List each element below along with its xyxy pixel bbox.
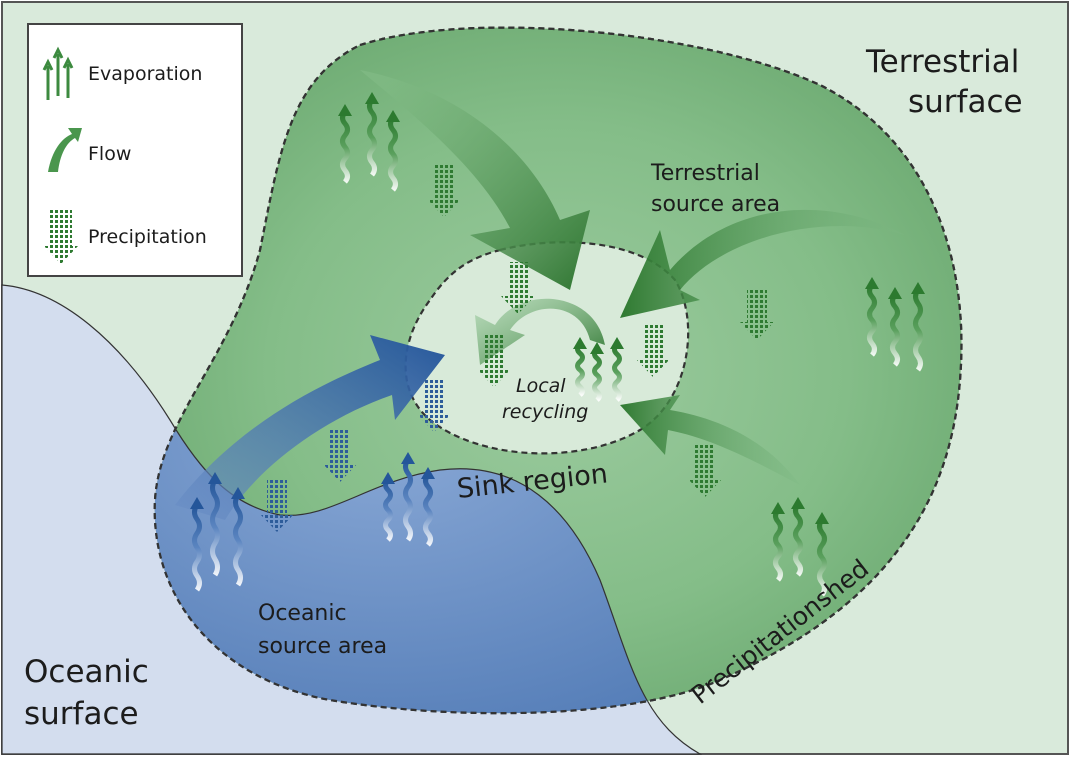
evaporation-arrow-icon: [388, 116, 398, 192]
evaporation-arrowhead-icon: [365, 92, 379, 104]
label-terrestrial-source-1: Terrestrial: [650, 161, 760, 186]
evaporation-arrowhead-icon: [815, 512, 829, 524]
evaporation-icon: [42, 46, 74, 100]
label-terrestrial-surface-2: surface: [908, 84, 1023, 120]
label-terrestrial-surface-1: Terrestrial: [865, 44, 1019, 80]
evaporation-markers: [190, 92, 925, 597]
evaporation-arrow-icon: [773, 508, 783, 582]
evaporation-arrowhead-icon: [401, 452, 415, 464]
evaporation-arrowhead-icon: [573, 337, 587, 349]
evaporation-arrow-icon: [612, 343, 622, 402]
precipitation-arrow-icon: [417, 380, 451, 432]
evaporation-arrow-icon: [367, 98, 377, 177]
sink-region-area: [404, 241, 690, 455]
evaporation-arrow-icon: [575, 343, 585, 397]
evaporation-arrowhead-icon: [386, 110, 400, 122]
precipitation-markers: [260, 165, 774, 532]
evaporation-arrowhead-icon: [791, 497, 805, 509]
legend-label-flow: Flow: [88, 143, 131, 165]
flow-arrow-icon: [48, 128, 82, 172]
label-oceanic-source-1: Oceanic: [258, 601, 347, 626]
evaporation-arrow-icon: [867, 283, 877, 357]
precipitation-arrow-icon: [323, 430, 357, 482]
precipitation-arrow-icon: [740, 288, 774, 340]
label-oceanic-source-2: source area: [258, 634, 387, 659]
legend-label-evaporation: Evaporation: [88, 63, 202, 85]
precipitation-arrow-icon: [501, 262, 535, 314]
precipitation-arrow-icon: [636, 325, 670, 377]
precipitation-arrow-icon: [260, 480, 294, 532]
evaporation-arrow-icon: [423, 473, 433, 547]
flow-arrow-terrestrial-southeast: [620, 395, 800, 485]
evaporation-arrowhead-icon: [231, 487, 245, 499]
flow-arrow-terrestrial-north: [360, 70, 590, 290]
evaporation-arrow-icon: [817, 518, 827, 597]
evaporation-arrow-icon: [383, 478, 393, 542]
evaporation-arrow-icon: [592, 348, 602, 402]
evaporation-arrow-icon: [233, 493, 243, 587]
label-terrestrial-source-2: source area: [651, 192, 780, 217]
label-local-recycling-2: recycling: [502, 401, 588, 423]
evaporation-arrowhead-icon: [888, 287, 902, 299]
evaporation-arrowhead-icon: [421, 467, 435, 479]
evaporation-arrowhead-icon: [338, 104, 352, 116]
flow-arrow-local-recycling: [475, 298, 605, 365]
evaporation-arrowhead-icon: [208, 472, 222, 484]
evaporation-arrow-icon: [913, 288, 923, 372]
evaporation-arrowhead-icon: [771, 502, 785, 514]
evaporation-arrow-icon: [890, 293, 900, 367]
legend-label-precipitation: Precipitation: [88, 226, 207, 248]
evaporation-arrow-icon: [340, 110, 350, 184]
evaporation-arrowhead-icon: [911, 282, 925, 294]
evaporation-arrowhead-icon: [381, 472, 395, 484]
precipitation-arrow-icon: [477, 335, 511, 387]
evaporation-arrow-icon: [192, 503, 202, 592]
flow-arrow-oceanic: [175, 335, 445, 520]
label-local-recycling-1: Local: [516, 375, 566, 397]
precipitation-arrow-icon: [688, 445, 722, 497]
evaporation-arrow-icon: [210, 478, 220, 577]
precipitation-arrow-icon: [427, 165, 461, 217]
flow-arrow-terrestrial-east: [620, 209, 905, 318]
evaporation-arrowhead-icon: [190, 497, 204, 509]
evaporation-arrowhead-icon: [610, 337, 624, 349]
evaporation-arrowhead-icon: [865, 277, 879, 289]
label-oceanic-surface-1: Oceanic: [24, 654, 149, 690]
precipitation-icon: [44, 210, 78, 264]
evaporation-arrow-icon: [403, 458, 413, 542]
evaporation-arrowhead-icon: [590, 342, 604, 354]
label-oceanic-surface-2: surface: [24, 696, 139, 732]
evaporation-arrow-icon: [793, 503, 803, 577]
legend: Evaporation Flow Precipitation: [27, 23, 243, 277]
